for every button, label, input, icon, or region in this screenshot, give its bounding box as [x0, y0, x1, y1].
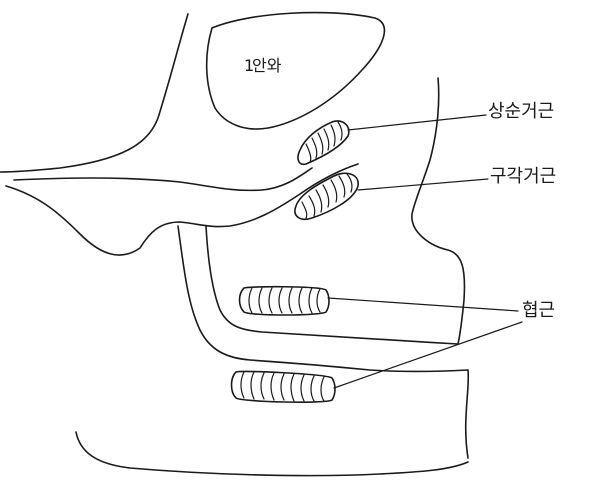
buccinator-muscle-lower [232, 371, 336, 402]
maxilla-outline [0, 14, 188, 172]
levator-labii-superioris-muscle [298, 121, 349, 164]
levator-anguli-oris-muscle [295, 173, 358, 219]
leader-line-levator-labii [348, 115, 486, 130]
leader-line-buccinator-lower [334, 322, 522, 388]
buccinator-muscle-upper [240, 287, 330, 315]
leader-line-buccinator-upper [328, 298, 518, 311]
orbit-label: 안와 [252, 58, 281, 74]
buccinator-label: 협근 [522, 302, 555, 320]
levator-anguli-oris-label: 구각거근 [490, 168, 556, 186]
levator-labii-superioris-label: 상순거근 [488, 103, 554, 121]
orbit-outline [207, 13, 385, 129]
oral-contour [206, 226, 458, 344]
zygomatic-upper [14, 168, 312, 190]
chin-outline [76, 432, 468, 476]
